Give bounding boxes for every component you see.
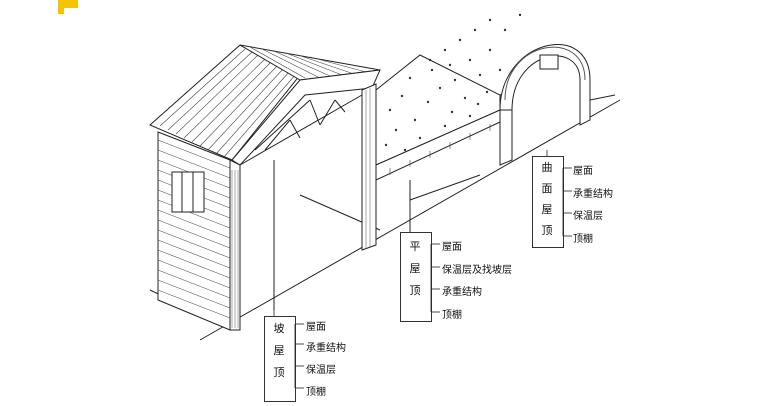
pitched-roof-label-box [264,316,296,402]
curved-roof-item: 保温层 [573,211,603,222]
pitched-roof-item: 承重结构 [306,343,346,354]
gravel-dots [384,13,522,152]
leader-lines [273,150,548,316]
flat-roof [375,13,522,240]
title-char: 面 [541,182,553,195]
flat-roof-item: 屋面 [442,242,462,253]
pitched-roof-item: 顶棚 [306,387,326,398]
flat-roof-item: 保温层及找坡层 [442,265,512,276]
flat-roof-bracket [430,243,440,313]
flat-roof-item: 顶棚 [442,310,462,321]
curved-roof-title: 曲 面 屋 顶 [539,157,555,241]
title-char: 顶 [409,284,421,297]
curved-roof [499,43,616,190]
curved-roof-item: 承重结构 [573,189,613,200]
flat-roof-item: 承重结构 [442,287,482,298]
flat-roof-label-box [400,232,432,322]
pitched-roof-house [149,44,381,331]
accent-tab [58,0,64,14]
title-char: 坡 [273,322,285,335]
pitched-roof-item: 屋面 [306,322,326,333]
truss [239,94,363,166]
curved-roof-item: 屋面 [573,166,593,177]
window [171,171,205,213]
pitched-roof-item: 保温层 [306,365,336,376]
flat-roof-title: 平 屋 顶 [407,236,423,302]
curved-roof-item: 顶棚 [573,234,593,245]
pitched-roof-title: 坡 屋 顶 [271,318,287,384]
roof-corrugation [159,48,297,158]
accent-bar [60,0,78,8]
title-char: 屋 [541,203,553,216]
vent-window [539,54,559,70]
title-char: 顶 [541,224,553,237]
title-char: 屋 [409,262,421,275]
title-char: 顶 [273,366,285,379]
title-char: 曲 [541,161,553,174]
title-char: 屋 [273,344,285,357]
curved-roof-bracket [562,167,572,237]
title-char: 平 [409,240,421,253]
curved-roof-label-box [532,156,564,248]
pitched-roof-bracket [294,323,304,389]
